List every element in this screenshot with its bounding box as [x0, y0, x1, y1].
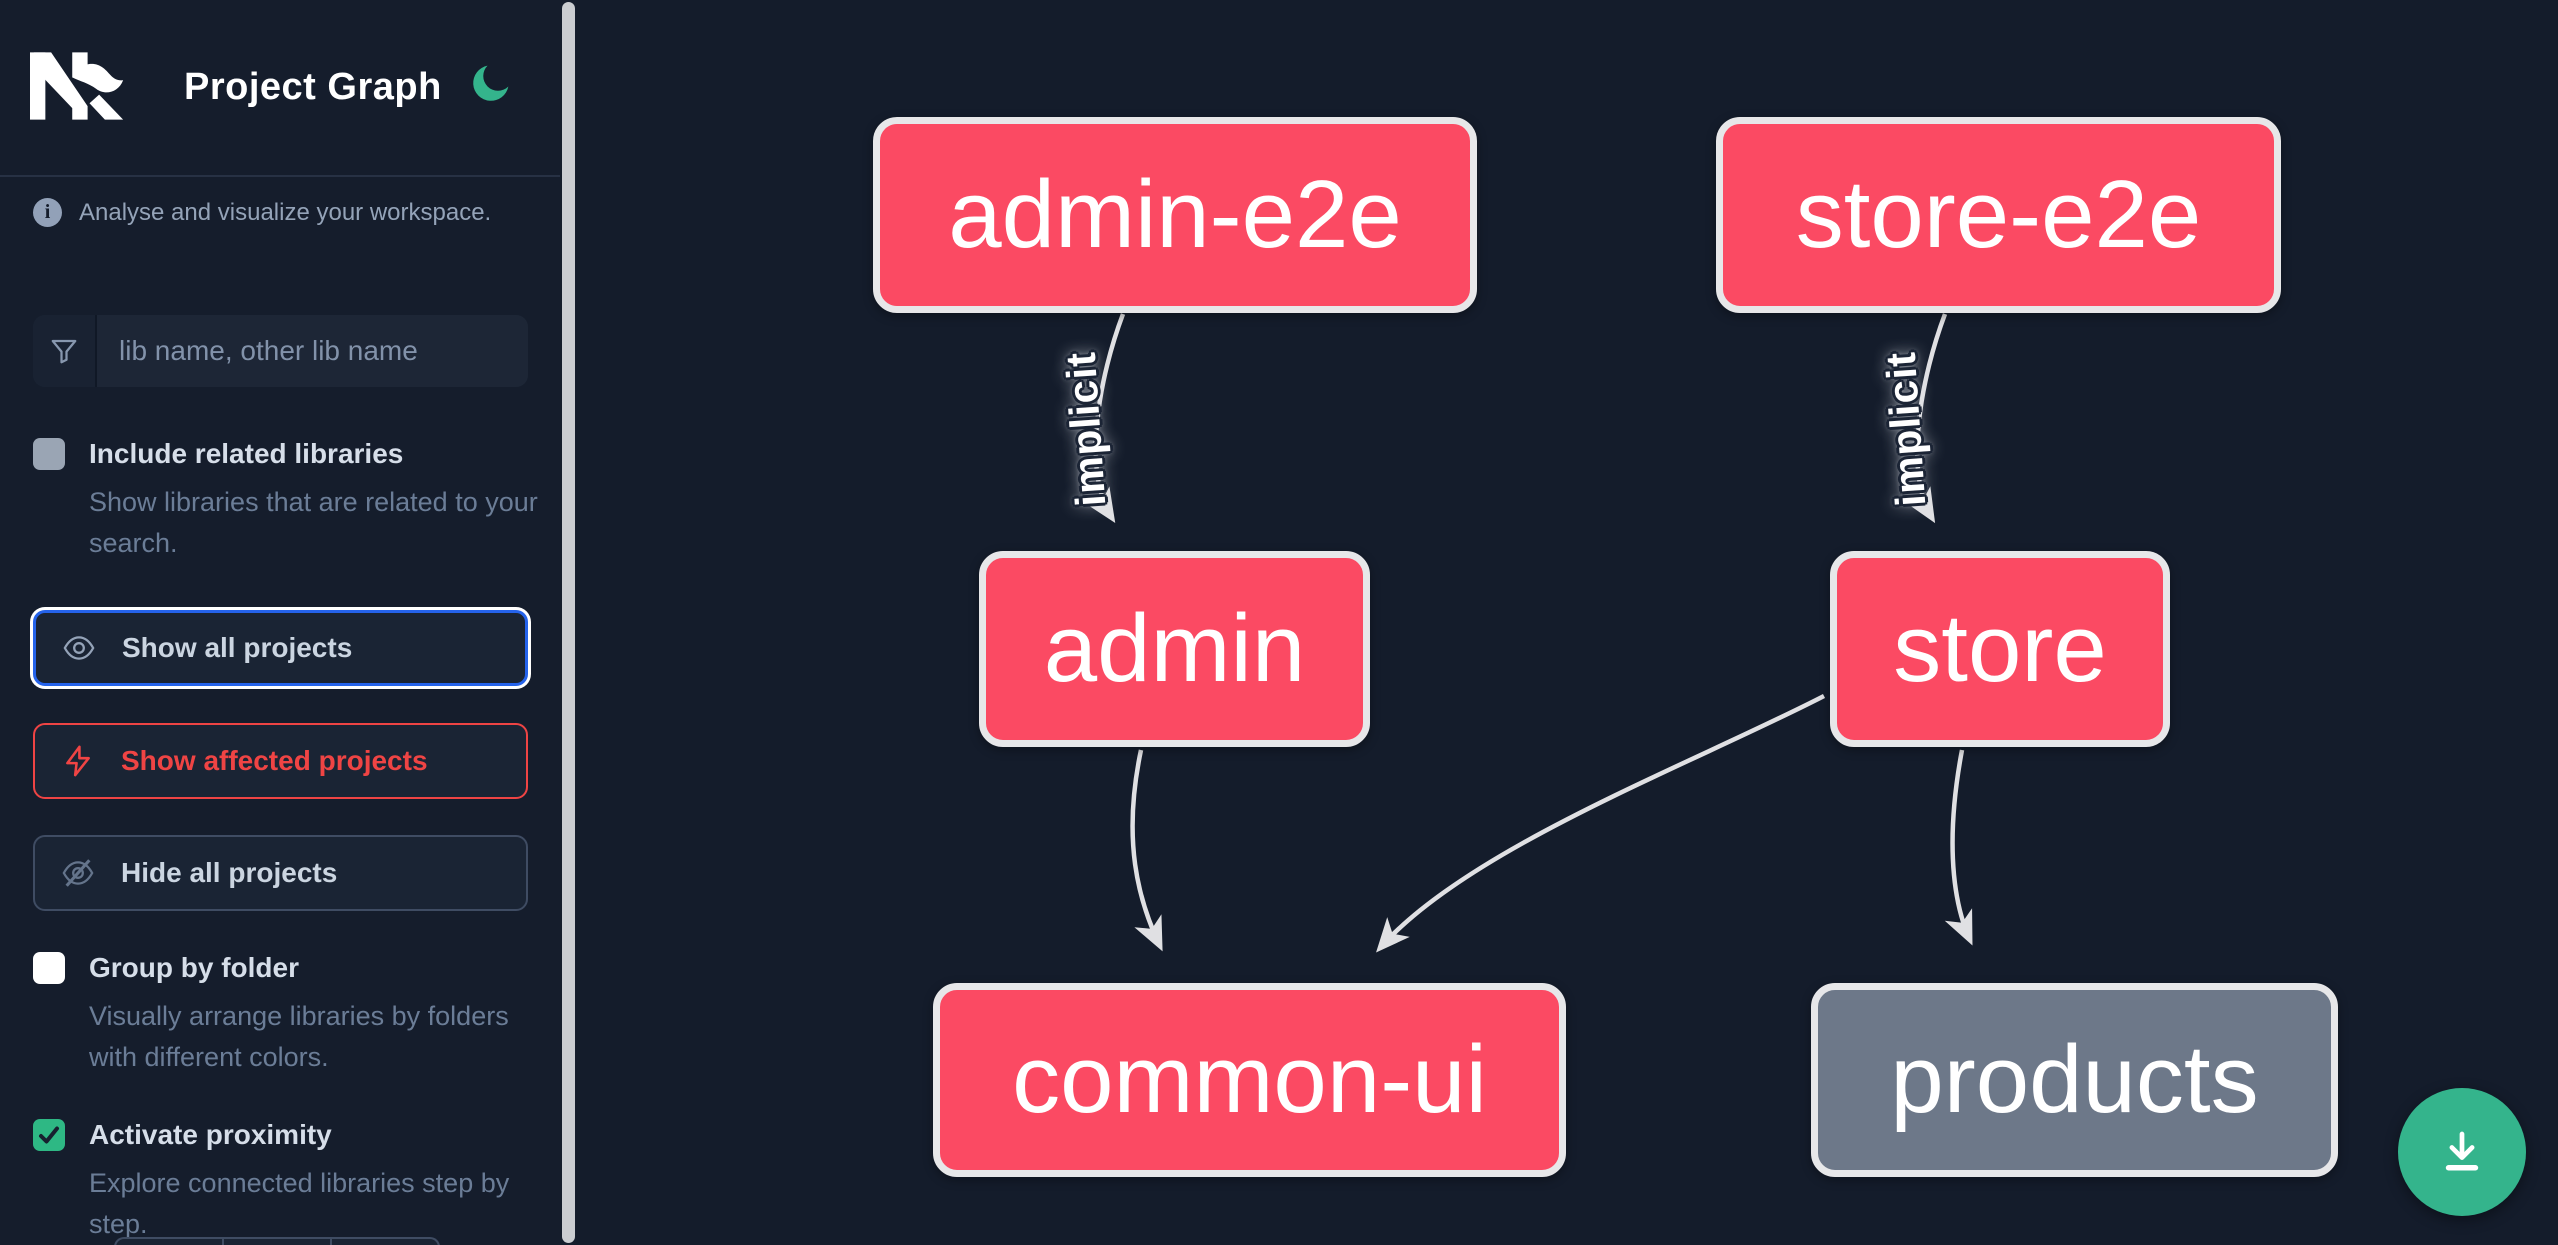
check-icon: [39, 1126, 59, 1144]
sidebar-divider: [0, 175, 560, 177]
option-include-related: Include related libraries Show libraries…: [33, 436, 538, 564]
option-description: Show libraries that are related to your …: [89, 487, 538, 558]
show-affected-projects-label: Show affected projects: [121, 745, 428, 776]
node-label: products: [1890, 1026, 2259, 1133]
show-all-projects-button[interactable]: Show all projects: [33, 610, 528, 686]
page-title: Project Graph: [184, 66, 442, 108]
dark-mode-toggle-button[interactable]: [468, 62, 512, 106]
download-graph-button[interactable]: [2398, 1088, 2526, 1216]
show-affected-projects-button[interactable]: Show affected projects: [33, 723, 528, 799]
intro-text: Analyse and visualize your workspace.: [79, 198, 492, 226]
option-activate-proximity: Activate proximity Explore connected lib…: [33, 1117, 533, 1245]
node-label: store: [1893, 595, 2107, 702]
option-description: Visually arrange libraries by folders wi…: [89, 1001, 509, 1072]
lightning-bolt-icon: [66, 745, 90, 777]
edge-store-e2e-store[interactable]: [1904, 313, 1948, 524]
graph-node-store[interactable]: store: [1830, 551, 2170, 747]
checkbox-include-related[interactable]: [33, 438, 65, 470]
node-label: store-e2e: [1795, 161, 2202, 268]
graph-node-common-ui[interactable]: common-ui: [933, 983, 1566, 1177]
intro-row: i Analyse and visualize your workspace.: [33, 198, 491, 227]
graph-node-store-e2e[interactable]: store-e2e: [1716, 117, 2281, 313]
show-all-projects-label: Show all projects: [122, 632, 353, 663]
edge-admin-common-ui[interactable]: [1130, 749, 1163, 952]
node-label: admin: [1043, 595, 1306, 702]
eye-icon: [63, 636, 95, 660]
filter-icon: [33, 315, 97, 387]
edge-store-products[interactable]: [1944, 749, 1973, 946]
graph-node-products[interactable]: products: [1811, 983, 2338, 1177]
hide-all-projects-button[interactable]: Hide all projects: [33, 835, 528, 911]
search-input[interactable]: [97, 315, 528, 387]
moon-icon: [473, 65, 509, 101]
node-label: admin-e2e: [948, 161, 1402, 268]
option-label: Activate proximity: [89, 1119, 332, 1150]
edge-store-common-ui[interactable]: [1376, 693, 1826, 953]
sidebar: Project Graph i Analyse and visualize yo…: [0, 0, 576, 1245]
hide-all-projects-label: Hide all projects: [121, 857, 338, 888]
option-label: Group by folder: [89, 952, 299, 983]
eye-slash-icon: [62, 859, 94, 887]
nx-logo: [30, 52, 124, 120]
download-icon: [2445, 1131, 2479, 1171]
graph-node-admin-e2e[interactable]: admin-e2e: [873, 117, 1477, 313]
checkbox-activate-proximity-checked[interactable]: [33, 1119, 65, 1151]
checkbox-group-by-folder[interactable]: [33, 952, 65, 984]
sidebar-scrollbar[interactable]: [562, 2, 575, 1243]
node-label: common-ui: [1012, 1026, 1487, 1133]
graph-node-admin[interactable]: admin: [979, 551, 1370, 747]
option-description: Explore connected libraries step by step…: [89, 1168, 510, 1239]
option-label: Include related libraries: [89, 438, 404, 469]
info-icon: i: [33, 198, 62, 227]
option-group-by-folder: Group by folder Visually arrange librari…: [33, 950, 533, 1078]
edge-admin-e2e-admin[interactable]: [1084, 313, 1126, 524]
graph-canvas[interactable]: admin-e2e store-e2e admin store common-u…: [576, 0, 2558, 1245]
search-box: [33, 315, 528, 387]
